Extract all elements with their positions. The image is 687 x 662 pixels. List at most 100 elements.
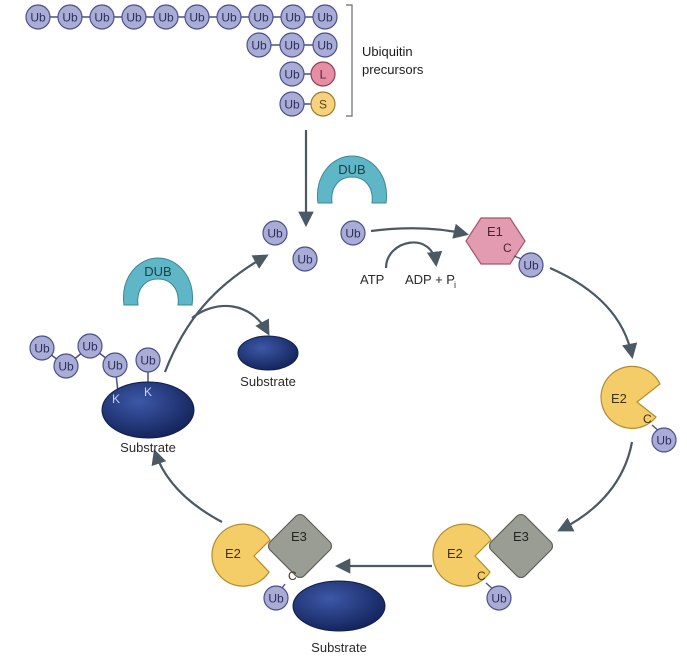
svg-text:Ub: Ub	[284, 68, 300, 82]
ub-node: Ub	[279, 91, 305, 117]
ub-node: Ub	[102, 352, 128, 378]
svg-text:L: L	[320, 68, 327, 82]
ub-node: Ub	[279, 32, 305, 58]
arrow-ubiquitination	[151, 449, 223, 523]
ub-on-e2-complex-right: Ub	[486, 585, 512, 611]
s-extension-node: S	[310, 91, 336, 117]
ub-node: Ub	[135, 347, 161, 373]
svg-text:Ub: Ub	[284, 39, 300, 53]
ub-node: Ub	[312, 32, 338, 58]
ub-node: Ub	[29, 335, 55, 361]
substrate-bottom-label: Substrate	[311, 640, 367, 655]
ub-node: Ub	[184, 4, 210, 30]
svg-text:Ub: Ub	[285, 11, 301, 25]
ub-node: Ub	[121, 4, 147, 30]
svg-text:Ub: Ub	[107, 359, 123, 373]
arrow-e2-to-e3-complex	[557, 441, 634, 532]
svg-text:E2: E2	[611, 391, 627, 406]
svg-text:Ub: Ub	[253, 11, 269, 25]
precursors-label: precursors	[362, 62, 424, 77]
ub-node: Ub	[57, 4, 83, 30]
svg-text:Ub: Ub	[267, 227, 283, 241]
svg-text:E3: E3	[291, 529, 307, 544]
svg-text:Ub: Ub	[656, 434, 672, 448]
lysine-label: K	[112, 392, 120, 406]
svg-text:Ub: Ub	[62, 11, 78, 25]
e1-enzyme: E1 C	[465, 217, 526, 265]
ub-node: Ub	[53, 353, 79, 379]
lysine-label: K	[144, 385, 152, 399]
svg-text:C: C	[503, 241, 512, 255]
arrow-e1-to-e2	[549, 266, 638, 360]
ub-node: Ub	[25, 4, 51, 30]
svg-text:Ub: Ub	[189, 11, 205, 25]
svg-text:Ub: Ub	[523, 259, 539, 273]
svg-text:E1: E1	[487, 224, 503, 239]
arrow-substrate-release	[191, 304, 270, 336]
ubiquitin-precursors: Ub Ub Ub Ub Ub Ub Ub Ub Ub Ub Ub Ub Ub U…	[25, 4, 424, 117]
svg-text:C: C	[477, 569, 486, 583]
substrate-released-label: Substrate	[240, 374, 296, 389]
precursor-bracket	[346, 4, 353, 117]
ub-node: Ub	[312, 4, 338, 30]
svg-text:Ub: Ub	[251, 39, 267, 53]
svg-text:Ub: Ub	[30, 11, 46, 25]
svg-text:Ub: Ub	[345, 227, 361, 241]
l-extension-node: L	[310, 61, 336, 87]
adp-label: ADP + P	[405, 272, 455, 287]
svg-text:Ub: Ub	[491, 592, 507, 606]
svg-text:Ub: Ub	[158, 11, 174, 25]
pi-subscript: i	[454, 280, 456, 290]
svg-text:Ub: Ub	[284, 98, 300, 112]
dub-enzyme-top: DUB	[316, 155, 388, 204]
dub-enzyme-left: DUB	[122, 257, 194, 306]
arrow-ub-release	[163, 254, 269, 373]
ub-on-e1: Ub	[518, 252, 544, 278]
svg-text:Ub: Ub	[268, 592, 284, 606]
free-ub: Ub	[292, 246, 318, 272]
arrow-atp-to-adp	[384, 241, 443, 269]
svg-text:Ub: Ub	[126, 11, 142, 25]
svg-text:C: C	[288, 569, 297, 583]
ub-node: Ub	[77, 333, 103, 359]
svg-text:Ub: Ub	[317, 39, 333, 53]
e2-enzyme-left: E2 C	[211, 523, 297, 593]
ub-node: Ub	[279, 61, 305, 87]
atp-label: ATP	[360, 272, 384, 287]
svg-text:Ub: Ub	[140, 354, 156, 368]
svg-text:DUB: DUB	[338, 162, 365, 177]
ub-node: Ub	[216, 4, 242, 30]
svg-text:C: C	[643, 412, 652, 426]
ub-on-e2-left: Ub	[263, 585, 289, 611]
svg-text:Ub: Ub	[34, 342, 50, 356]
free-ub: Ub	[262, 220, 288, 246]
svg-text:Ub: Ub	[82, 340, 98, 354]
svg-text:E2: E2	[225, 546, 241, 561]
ub-node: Ub	[280, 4, 306, 30]
ub-node: Ub	[248, 4, 274, 30]
svg-text:Ub: Ub	[94, 11, 110, 25]
free-ub: Ub	[340, 220, 366, 246]
svg-text:Ub: Ub	[297, 253, 313, 267]
svg-text:E3: E3	[513, 529, 529, 544]
ub-on-e2-right: Ub	[651, 427, 677, 453]
ubiquitin-label: Ubiquitin	[362, 44, 413, 59]
svg-text:DUB: DUB	[144, 264, 171, 279]
ub-node: Ub	[153, 4, 179, 30]
e3-enzyme-right: E3	[488, 513, 554, 579]
substrate-bottom	[292, 580, 386, 632]
e2-enzyme-right: E2 C	[600, 365, 661, 433]
e2-enzyme-complex-right: E2 C	[432, 523, 495, 591]
ub-node: Ub	[89, 4, 115, 30]
svg-text:S: S	[319, 98, 327, 112]
ub-node: Ub	[246, 32, 272, 58]
svg-text:Ub: Ub	[58, 360, 74, 374]
e3-enzyme-left: E3	[267, 513, 333, 579]
svg-text:E2: E2	[447, 546, 463, 561]
substrate-released	[237, 335, 299, 371]
svg-text:Ub: Ub	[317, 11, 333, 25]
svg-text:Ub: Ub	[221, 11, 237, 25]
substrate-ubiquitinated: K K	[101, 381, 195, 439]
substrate-left-label: Substrate	[120, 440, 176, 455]
